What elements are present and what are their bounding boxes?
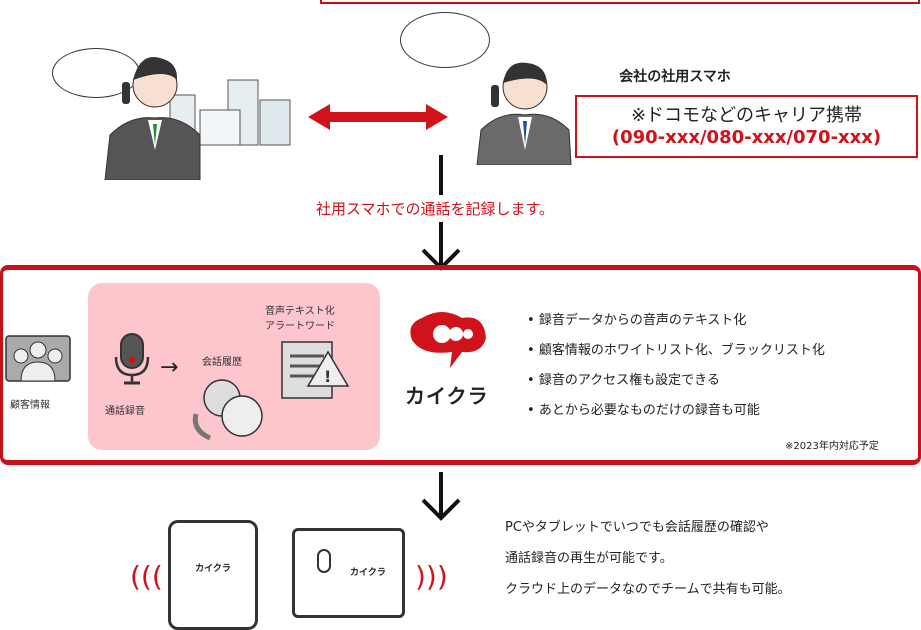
feature-item: • 顧客情報のホワイトリスト化、ブラックリスト化 (527, 343, 825, 358)
signal-waves-right-icon: ))) (415, 560, 448, 593)
kaikura-feature-panel (0, 265, 921, 465)
top-frame (320, 0, 920, 4)
customer-folder-icon (5, 335, 71, 382)
record-caption: 社用スマホでの通話を記録します。 (315, 200, 555, 218)
footnote: ※2023年内対応予定 (785, 441, 879, 452)
caller-person-illustration (104, 56, 291, 180)
company-phone-label: 会社の社用スマホ (619, 69, 731, 85)
right-arrow-icon: → (160, 355, 179, 380)
laptop-illustration: カイクラ (292, 528, 405, 618)
chat-bubbles-phone-icon (192, 379, 263, 440)
feature-item: • 録音のアクセス権も設定できる (527, 373, 720, 388)
customer-info-label: 顧客情報 (10, 400, 50, 411)
alert-document-icon: ! (281, 341, 350, 399)
conversation-history-label: 会話履歴 (202, 357, 242, 368)
tablet-logo-text: カイクラ (195, 564, 231, 574)
number-prefixes: (090-xxx/080-xxx/070-xxx) (611, 127, 882, 148)
signal-waves-left-icon: ((( (130, 560, 163, 593)
speech-bubble-left (52, 48, 140, 98)
connector-line (439, 155, 443, 195)
text-alert-label-1: 音声テキスト化 (265, 306, 335, 317)
tablet-illustration: カイクラ (168, 520, 258, 630)
description-line: 通話録音の再生が可能です。 (505, 551, 673, 566)
down-arrow-icon-2 (421, 472, 461, 521)
feature-list: • 録音データからの音声のテキスト化 • 顧客情報のホワイトリスト化、ブラックリ… (527, 306, 825, 426)
microphone-icon (114, 333, 150, 385)
laptop-logo-text: カイクラ (350, 568, 386, 578)
carrier-box: ※ドコモなどのキャリア携帯 (090-xxx/080-xxx/070-xxx) (575, 95, 918, 158)
text-alert-label-2: アラートワード (265, 321, 335, 332)
speech-bubble-right (400, 12, 490, 68)
employee-person-illustration (476, 62, 572, 165)
carrier-note: ※ドコモなどのキャリア携帯 (630, 105, 863, 126)
double-arrow-icon (308, 104, 448, 130)
call-recording-label: 通話録音 (105, 406, 145, 417)
kaikura-logo-text: カイクラ (405, 384, 489, 408)
description-line: PCやタブレットでいつでも会話履歴の確認や (505, 520, 769, 535)
feature-item: • 録音データからの音声のテキスト化 (527, 313, 747, 328)
description-line: クラウド上のデータなのでチームで共有も可能。 (505, 582, 791, 597)
device-description: PCやタブレットでいつでも会話履歴の確認や 通話録音の再生が可能です。 クラウド… (505, 512, 791, 605)
kaikura-logo (410, 312, 486, 368)
svg-text:!: ! (324, 367, 331, 386)
feature-item: • あとから必要なものだけの録音も可能 (527, 403, 760, 418)
laptop-mic-icon (317, 549, 331, 573)
